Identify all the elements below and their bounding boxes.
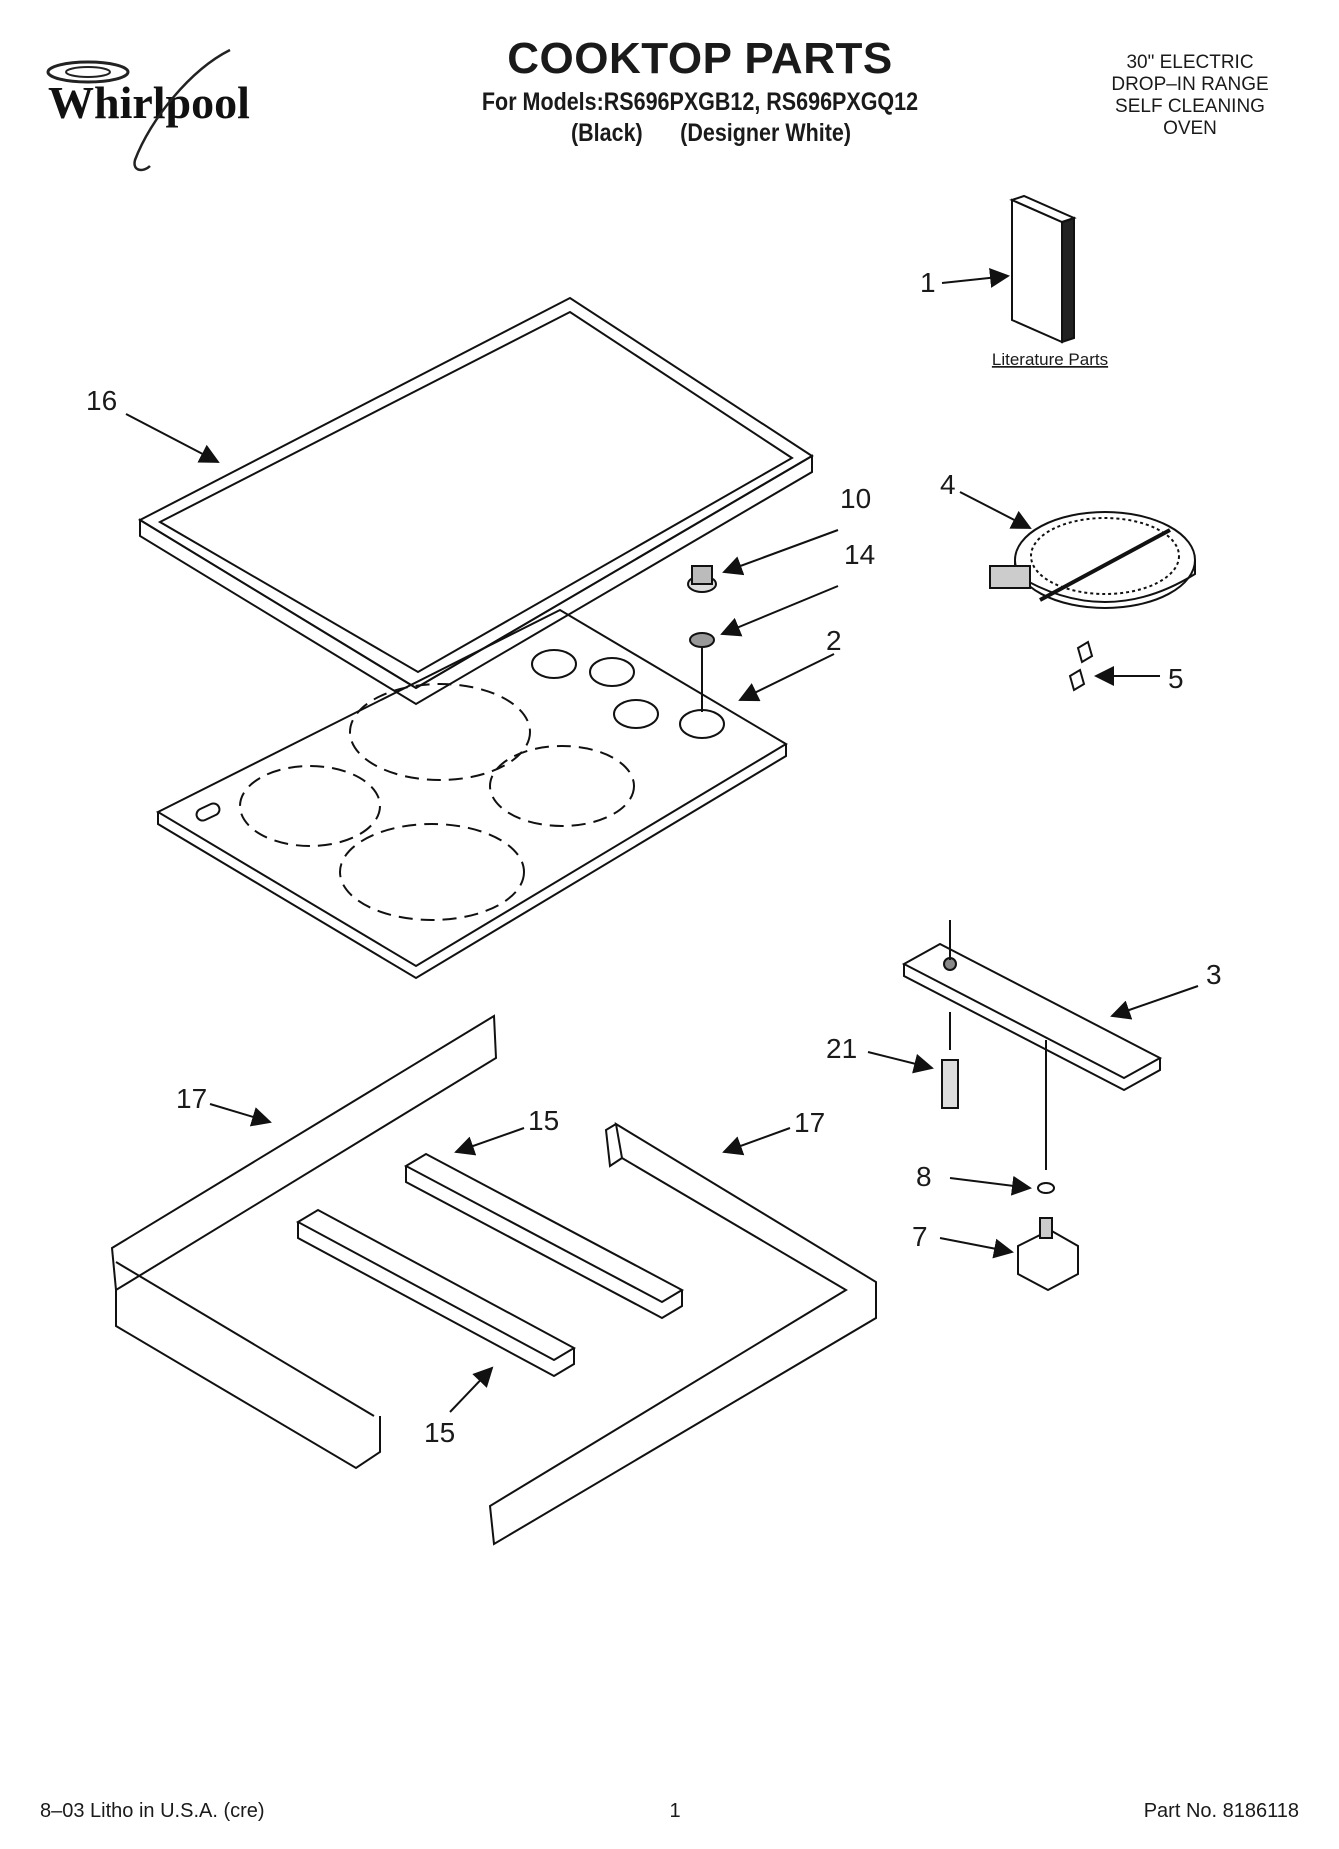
callout-14: 14	[844, 539, 875, 570]
literature-label: Literature Parts	[992, 350, 1108, 369]
glass-cooktop	[155, 608, 788, 980]
callout-2: 2	[826, 625, 842, 656]
finish-black: (Black)	[571, 119, 643, 147]
callout-7: 7	[912, 1221, 928, 1252]
litho-note: 8–03 Litho in U.S.A. (cre)	[40, 1800, 265, 1822]
control-knob	[687, 565, 717, 712]
desc-line: 30" ELECTRIC	[1126, 52, 1254, 73]
callout-10: 10	[840, 483, 871, 514]
models-line: For Models:RS696PXGB12, RS696PXGQ12	[481, 88, 919, 116]
frame-rails	[110, 1014, 877, 1546]
callout-8: 8	[916, 1161, 932, 1192]
page-number: 1	[669, 1800, 681, 1822]
desc-line: SELF CLEANING	[1115, 96, 1265, 117]
callout-1: 1	[920, 267, 936, 298]
desc-line: OVEN	[1163, 118, 1217, 139]
appliance-description: 30" ELECTRIC DROP–IN RANGE SELF CLEANING…	[1080, 52, 1300, 140]
model-info: For Models:RS696PXGB12, RS696PXGQ12 (Bla…	[468, 88, 932, 148]
callout-15a: 15	[528, 1105, 559, 1136]
callout-3: 3	[1206, 959, 1222, 990]
cooktop-frame	[137, 296, 814, 706]
finish-white: (Designer White)	[680, 119, 851, 147]
callout-16: 16	[86, 385, 117, 416]
literature-parts: Literature Parts	[992, 194, 1108, 369]
part-number: Part No. 8186118	[1143, 1800, 1299, 1822]
callout-17b: 17	[794, 1107, 825, 1138]
callout-15b: 15	[424, 1417, 455, 1448]
page-title: COOKTOP PARTS	[507, 34, 893, 83]
whirlpool-logo: Whirlpool	[40, 40, 280, 180]
callout-5: 5	[1168, 663, 1184, 694]
logo-wordmark: Whirlpool	[48, 77, 250, 128]
callout-21: 21	[826, 1033, 857, 1064]
small-parts	[941, 1059, 1079, 1292]
callout-arrows	[125, 267, 1199, 1413]
desc-line: DROP–IN RANGE	[1111, 74, 1269, 95]
finish-row: (Black) (Designer White)	[468, 119, 932, 148]
callout-17a: 17	[176, 1083, 207, 1114]
control-bracket	[901, 920, 1163, 1170]
callout-4: 4	[940, 469, 956, 500]
radiant-element	[989, 511, 1196, 692]
